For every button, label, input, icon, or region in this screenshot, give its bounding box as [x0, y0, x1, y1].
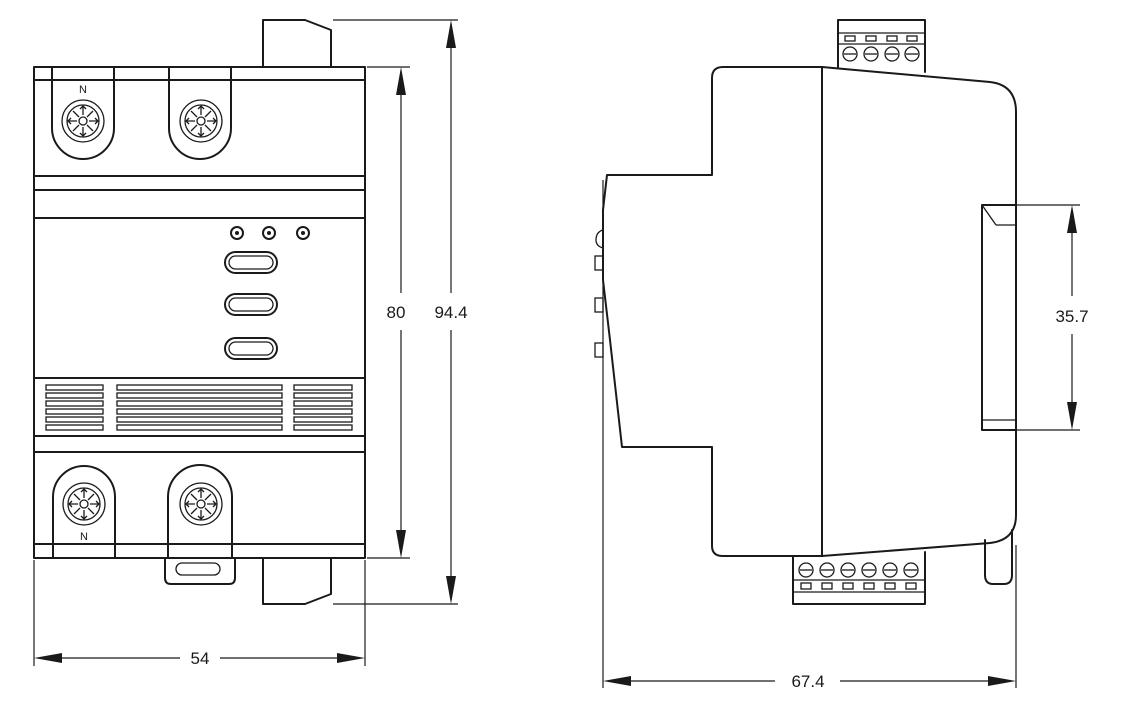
dim-width-front: 54 — [191, 649, 210, 668]
dim-height-body: 80 — [387, 303, 406, 322]
front-view: N — [33, 19, 468, 668]
rail-clip-top — [262, 19, 332, 68]
terminal-block-top — [837, 19, 926, 73]
dim-height-total: 94.4 — [434, 303, 467, 322]
rail-clip-bottom — [262, 557, 332, 605]
terminal-label-top: N — [79, 84, 87, 96]
side-body — [602, 66, 823, 557]
led-indicator — [296, 226, 310, 240]
push-button — [224, 337, 278, 360]
din-latch — [164, 557, 236, 585]
screw-icon — [61, 99, 105, 143]
terminal-block-bottom — [792, 551, 926, 605]
vent-grille — [45, 384, 353, 431]
dim-rail-height: 35.7 — [1055, 307, 1088, 326]
terminal-top-right — [168, 66, 232, 160]
dim-depth-side: 67.4 — [791, 672, 824, 691]
screw-icon — [179, 99, 223, 143]
screw-icon — [179, 482, 223, 526]
screw-icon — [62, 482, 106, 526]
terminal-top-left — [51, 66, 115, 160]
rear-latch — [984, 529, 1013, 585]
led-indicator — [230, 226, 244, 240]
side-view: 67.4 35.7 — [594, 19, 1089, 691]
terminal-bottom-right — [167, 464, 233, 559]
push-button — [224, 251, 278, 274]
rail-slot — [981, 204, 1017, 431]
terminal-bottom-left — [52, 465, 116, 559]
led-indicator — [262, 226, 276, 240]
push-button — [224, 293, 278, 316]
terminal-label-bottom: N — [80, 531, 88, 543]
front-body — [33, 66, 366, 559]
